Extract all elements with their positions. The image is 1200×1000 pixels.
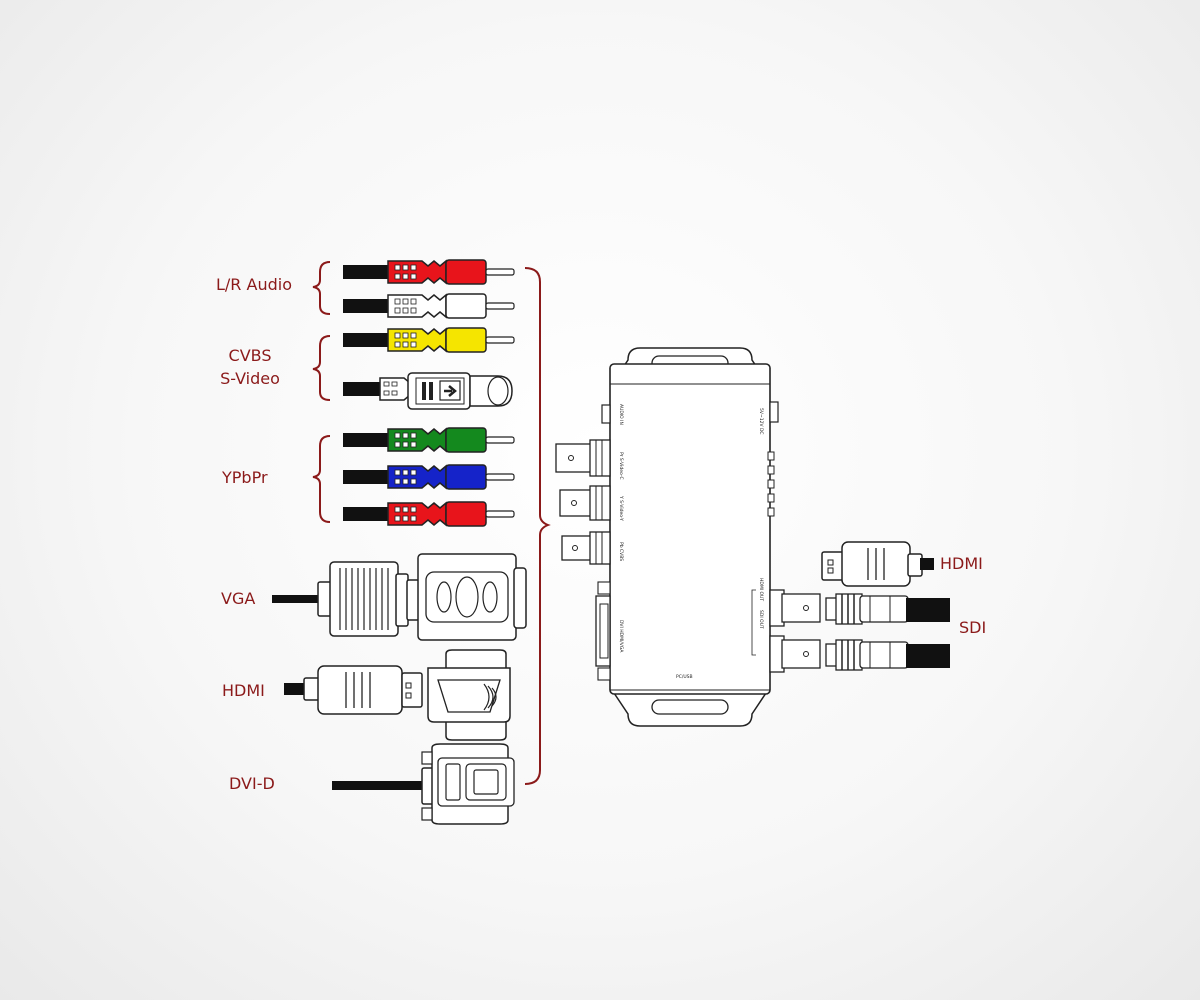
label-ypbpr: YPbPr [222,468,268,487]
label-hdmi-out: HDMI OUT [758,578,764,601]
bnc-port-y [559,485,611,521]
sdi-port-1 [769,589,821,627]
converter-device: AUDIO IN Pr S-Video-C Y S-Video-Y Pb CVB… [555,347,821,727]
rca-pr-plug [343,501,515,527]
hdmi-output-plug [821,541,934,587]
svideo-plug [343,372,513,410]
label-hdmi-input: HDMI [222,681,265,700]
rca-cvbs-plug [343,327,515,353]
bnc-port-pr [555,439,611,477]
sdi-plug-2 [825,639,950,671]
ypbpr-bracket [312,435,331,523]
label-lr-audio: L/R Audio [216,275,292,294]
dvi-port [595,581,611,681]
bnc-port-pb [561,531,611,565]
label-audio-in: AUDIO IN [618,404,624,425]
rca-audio-left-plug [343,259,515,285]
label-sdi-out: SDI OUT [758,610,764,629]
inputs-bracket [524,267,551,785]
label-y-svideo-y: Y S-Video-Y [618,495,624,521]
rca-audio-right-plug [343,293,515,319]
label-hdmi-output: HDMI [940,554,983,573]
rca-pb-plug [343,464,515,490]
label-dvi-hdmi-vga: DVI HDMI/VGA [618,620,624,653]
label-dvid: DVI-D [229,774,275,793]
rca-y-plug [343,427,515,453]
video-bracket [312,335,331,401]
sdi-plug-1 [825,593,950,625]
label-power: 5V~12V DC [758,408,764,435]
label-pb-cvbs: Pb CVBS [618,542,624,561]
dvid-plug [332,743,515,825]
audio-bracket [312,261,331,315]
vga-plug [272,553,527,641]
label-svideo: S-Video [220,369,280,388]
label-vga: VGA [221,589,256,608]
label-cvbs: CVBS [228,346,272,365]
label-pr-svideo-c: Pr S-Video-C [618,452,624,480]
hdmi-input-plug [284,649,511,741]
sdi-port-2 [769,635,821,673]
label-sdi: SDI [959,618,987,637]
label-pc-usb: PC/USB [676,674,693,680]
